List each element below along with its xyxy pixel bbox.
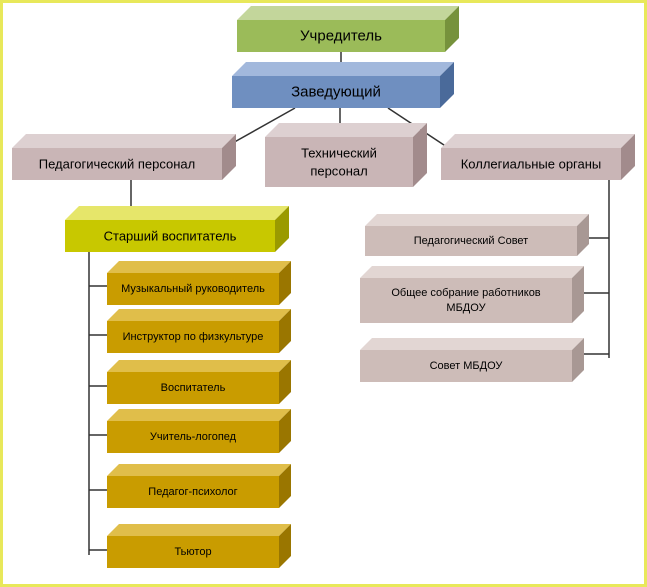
node-label: Учредитель [300, 28, 382, 45]
box-front-face [107, 321, 279, 353]
node-ped-staff: Педагогический персонал [12, 134, 236, 180]
box-front-face [107, 536, 279, 568]
box-side-face [621, 134, 635, 180]
node-label: Заведующий [291, 84, 381, 101]
box-front-face [237, 20, 445, 52]
box-top-face [360, 266, 584, 278]
box-side-face [572, 266, 584, 323]
node-music-director: Музыкальный руководитель [107, 261, 291, 305]
box-front-face [360, 278, 572, 323]
node-senior-educator: Старший воспитатель [65, 206, 289, 252]
node-label: Педагогический персонал [39, 157, 196, 172]
node-label: Музыкальный руководитель [121, 283, 265, 295]
box-top-face [107, 261, 291, 273]
box-front-face [265, 137, 413, 187]
node-head: Заведующий [232, 62, 454, 108]
box-side-face [275, 206, 289, 252]
box-front-face [441, 148, 621, 180]
box-top-face [12, 134, 236, 148]
box-front-face [107, 372, 279, 404]
box-top-face [65, 206, 289, 220]
node-founder: Учредитель [237, 6, 459, 52]
box-side-face [413, 123, 427, 187]
box-top-face [107, 360, 291, 372]
node-label: Общее собрание работников [391, 287, 540, 299]
box-side-face [577, 214, 589, 256]
node-label: персонал [310, 163, 367, 178]
node-label: Педагогический Совет [414, 235, 528, 247]
box-top-face [107, 524, 291, 536]
node-label: Учитель-логопед [150, 431, 237, 443]
node-label: Воспитатель [161, 382, 226, 394]
box-top-face [107, 464, 291, 476]
box-side-face [440, 62, 454, 108]
box-top-face [265, 123, 427, 137]
box-front-face [107, 476, 279, 508]
box-top-face [237, 6, 459, 20]
node-label: Старший воспитатель [104, 229, 237, 244]
box-side-face [279, 309, 291, 353]
box-top-face [365, 214, 589, 226]
box-side-face [572, 338, 584, 382]
node-label: Совет МБДОУ [430, 360, 504, 372]
box-side-face [279, 360, 291, 404]
box-front-face [65, 220, 275, 252]
box-side-face [279, 464, 291, 508]
box-front-face [107, 421, 279, 453]
node-label: Педагог-психолог [148, 486, 237, 498]
box-side-face [445, 6, 459, 52]
node-tech-staff: Технический персонал [265, 123, 427, 187]
node-label: Тьютор [174, 546, 211, 558]
box-front-face [12, 148, 222, 180]
box-front-face [107, 273, 279, 305]
node-label: Коллегиальные органы [461, 157, 602, 172]
box-front-face [232, 76, 440, 108]
box-top-face [107, 309, 291, 321]
box-top-face [232, 62, 454, 76]
node-psychologist: Педагог-психолог [107, 464, 291, 508]
node-ped-council: Педагогический Совет [365, 214, 589, 256]
box-top-face [360, 338, 584, 350]
node-label: МБДОУ [446, 302, 486, 314]
node-label: Инструктор по физкультуре [123, 331, 264, 343]
box-front-face [365, 226, 577, 256]
node-label: Технический [301, 146, 377, 161]
node-tutor: Тьютор [107, 524, 291, 568]
box-side-face [279, 261, 291, 305]
box-front-face [360, 350, 572, 382]
box-top-face [107, 409, 291, 421]
node-collegial: Коллегиальные органы [441, 134, 635, 180]
node-pe-instructor: Инструктор по физкультуре [107, 309, 291, 353]
box-side-face [222, 134, 236, 180]
box-side-face [279, 409, 291, 453]
node-educator: Воспитатель [107, 360, 291, 404]
node-speech-therapist: Учитель-логопед [107, 409, 291, 453]
box-top-face [441, 134, 635, 148]
box-side-face [279, 524, 291, 568]
node-mbdou-council: Совет МБДОУ [360, 338, 584, 382]
